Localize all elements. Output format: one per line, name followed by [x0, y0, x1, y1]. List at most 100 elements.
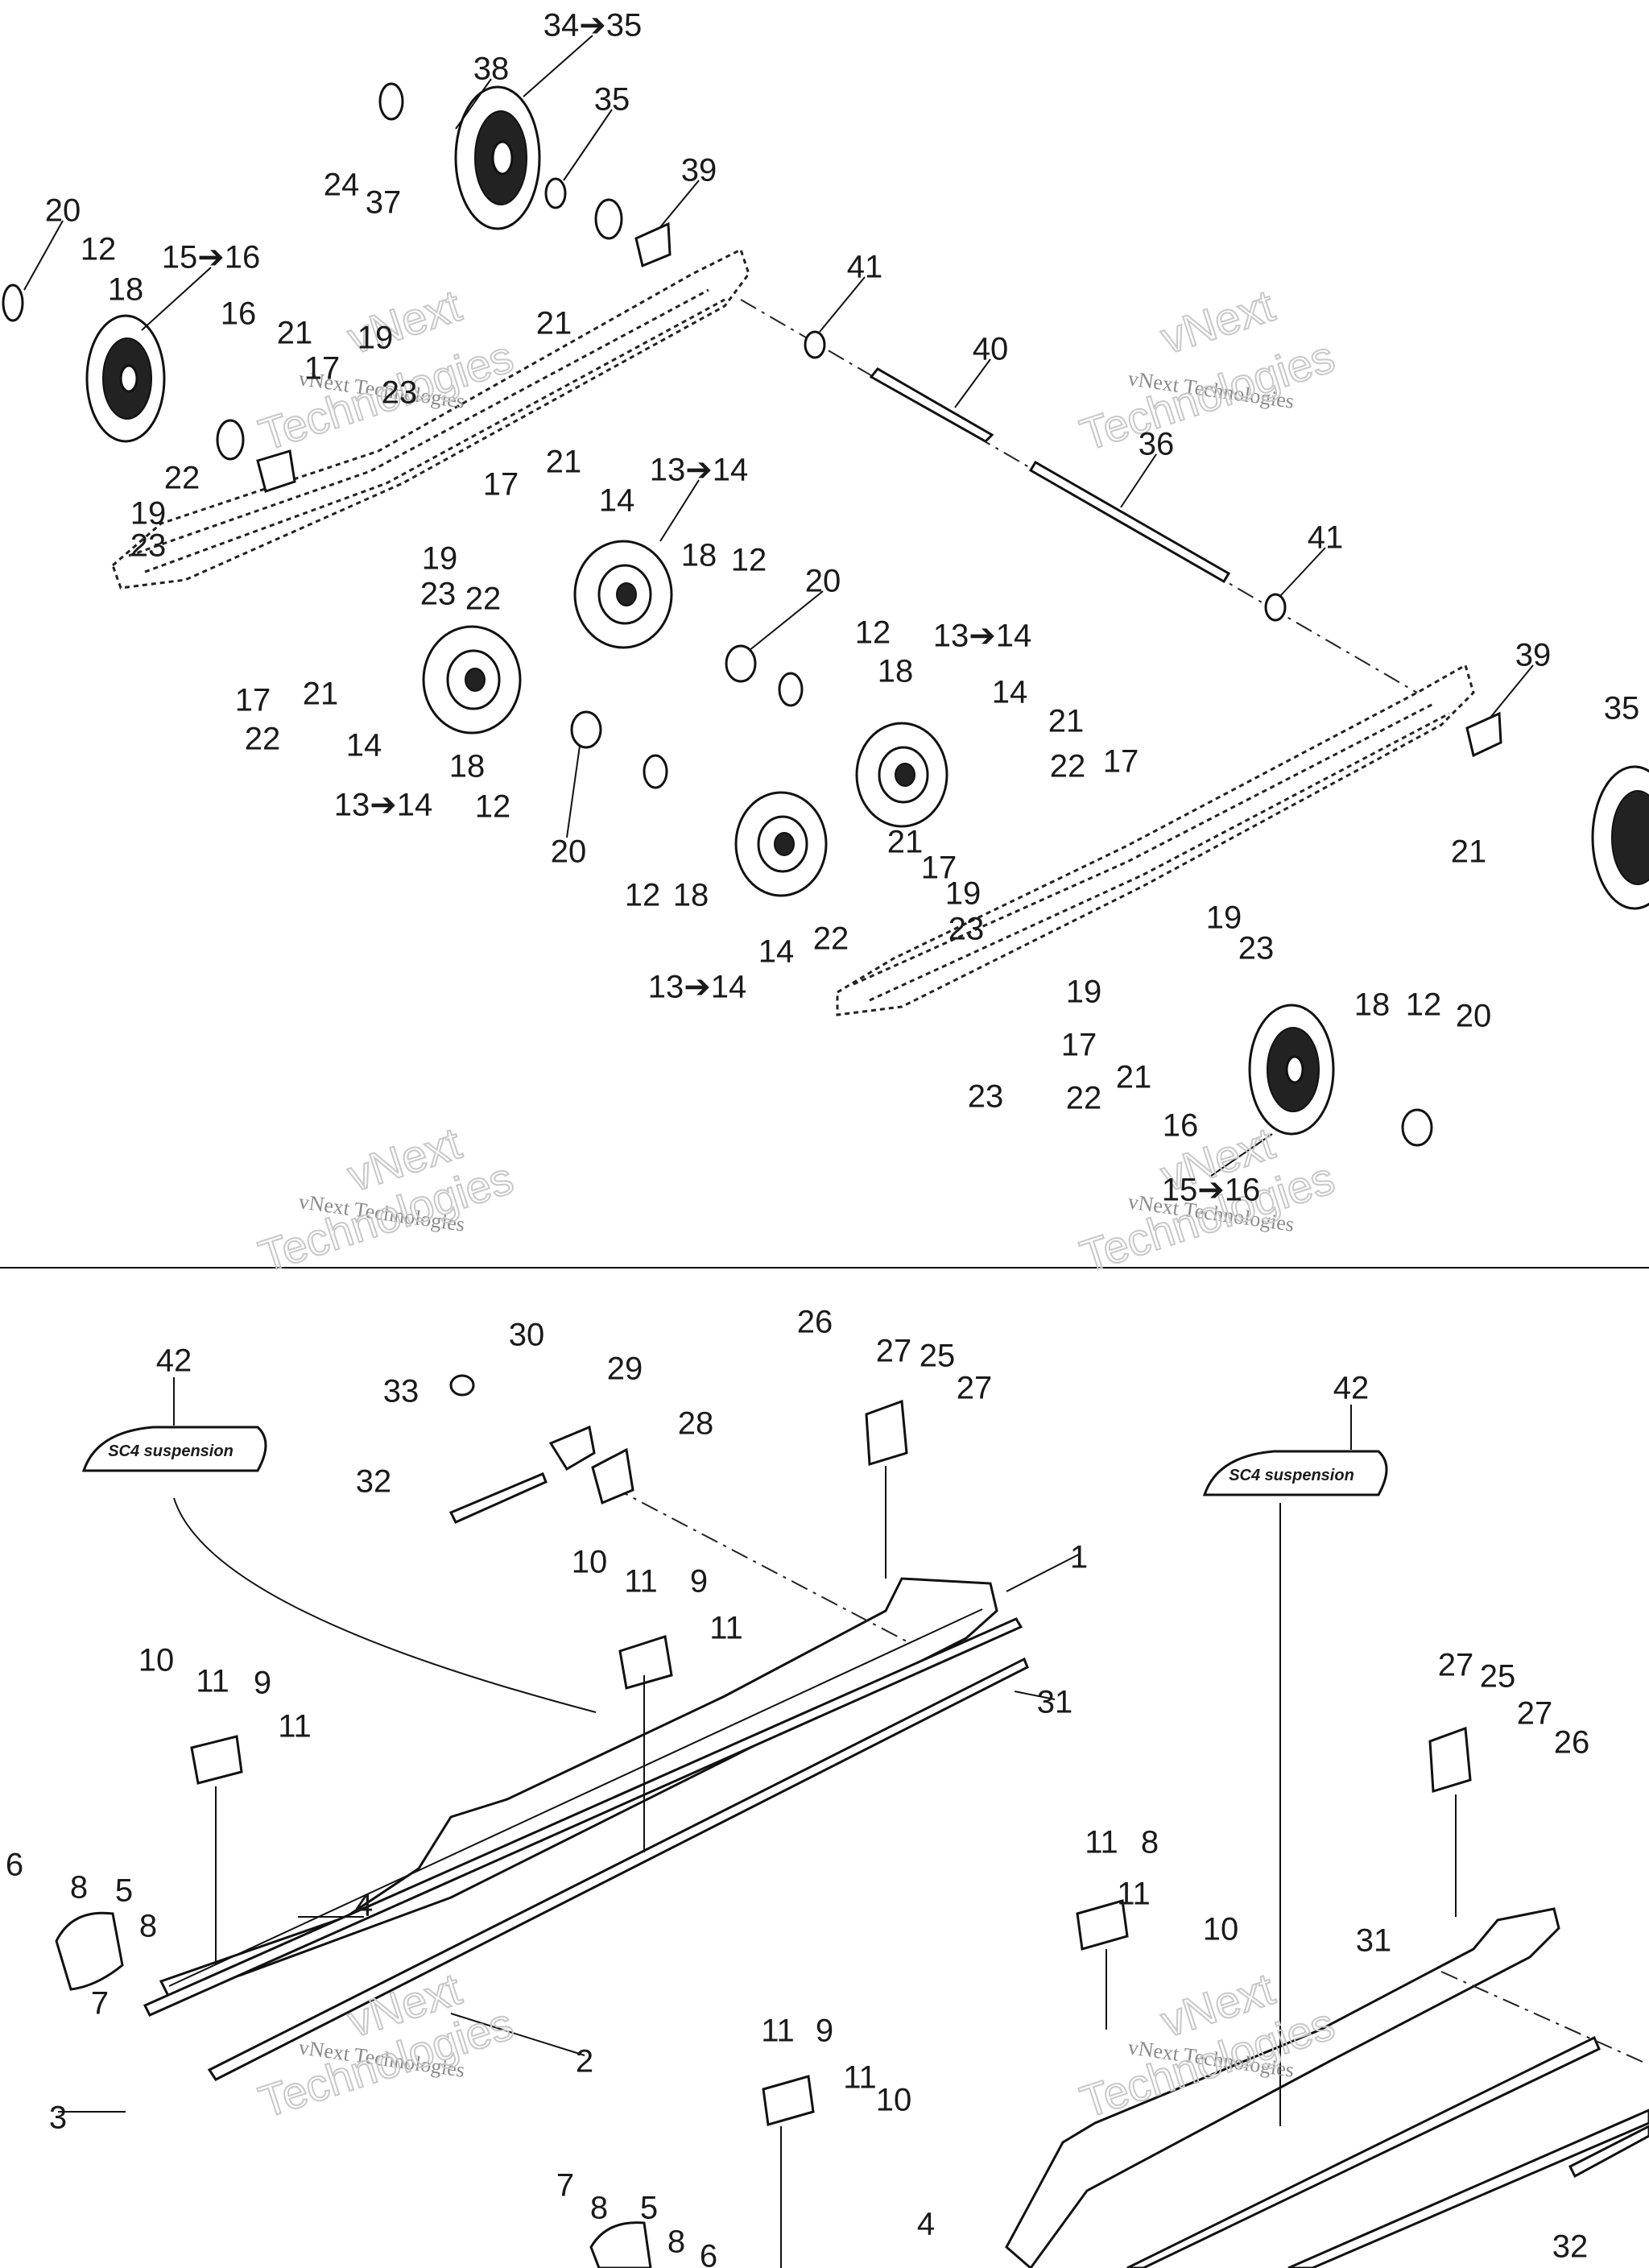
callout-label: 17 [235, 683, 271, 718]
callout-label: 8 [667, 2225, 685, 2260]
washer-41-left [804, 330, 826, 359]
callout-label: 6 [700, 2239, 717, 2268]
top-suspension-view [2, 82, 1649, 1147]
callout-label: 5 [640, 2191, 658, 2226]
callout-label: 11 [196, 1664, 229, 1699]
callout-label: 3 [49, 2100, 67, 2136]
bumper-8-right [1076, 1899, 1129, 1951]
callout-label: 6 [6, 1848, 23, 1883]
callout-label: 25 [1480, 1659, 1516, 1695]
callout-label: 18 [108, 272, 144, 308]
washer-41-right [1264, 593, 1287, 622]
callout-label: 36 [1139, 427, 1175, 462]
callout-label: 23 [130, 528, 167, 564]
callout-label: 16 [221, 296, 257, 332]
callout-label: 27 [957, 1371, 993, 1406]
bottom-rails-view: SC4 suspension SC4 suspension [55, 1374, 1649, 2268]
mount-centerline-right [1440, 1971, 1643, 2063]
callout-label: 24 [324, 168, 360, 203]
callout-label: 1 [1070, 1540, 1088, 1575]
callout-label: 11 [843, 2060, 877, 2096]
bolt-32-right [1568, 2125, 1649, 2179]
callout-label: 13➔14 [650, 453, 749, 488]
callout-label: 15➔16 [1162, 1173, 1261, 1208]
callout-label: 30 [509, 1318, 545, 1353]
far-right-wheel [1591, 765, 1649, 910]
callout-label: 7 [91, 1986, 109, 2022]
callout-label: 41 [847, 250, 883, 285]
callout-label: 20 [45, 193, 81, 229]
callout-label: 8 [139, 1909, 157, 1944]
callout-label: 12 [625, 878, 661, 913]
left-wheel-15 [85, 314, 166, 443]
callout-label: 19 [1206, 900, 1242, 936]
middle-wheel-13-a [573, 540, 673, 649]
callout-label: 21 [1116, 1060, 1152, 1095]
bumper-9-upper [618, 1635, 673, 1690]
callout-label: 26 [1554, 1725, 1590, 1761]
callout-label: 34➔35 [543, 8, 643, 43]
callout-label: 31 [1356, 1923, 1392, 1959]
callout-label: 2 [576, 2044, 593, 2080]
mount-plate-28 [591, 1447, 634, 1505]
callout-label: 10 [138, 1643, 175, 1678]
callout-label: 11 [624, 1564, 658, 1600]
callout-label: 14 [346, 728, 382, 764]
left-frame-rail [111, 247, 750, 590]
callout-label: 22 [1050, 749, 1086, 784]
callout-label: 20 [1456, 999, 1492, 1034]
callout-label: 12 [731, 543, 767, 578]
cross-shaft-40 [869, 367, 994, 443]
callout-label: 22 [1066, 1081, 1102, 1116]
callout-label: 12 [81, 232, 117, 267]
middle-wheel-13-d [734, 791, 828, 897]
right-rail-1 [1005, 1907, 1649, 2268]
callout-label: 14 [599, 483, 635, 519]
callout-label: 4 [355, 1888, 373, 1923]
callout-label: 27 [876, 1334, 912, 1369]
callout-label: 19 [130, 496, 167, 532]
slide-2 [143, 1617, 1029, 2081]
callout-label: 19 [1066, 975, 1102, 1010]
axle-block-17-left [256, 449, 296, 493]
cap-20-mid-b [570, 710, 602, 749]
mount-bracket-29 [548, 1425, 596, 1471]
callout-label: 12 [475, 789, 511, 825]
callout-label: 9 [254, 1666, 271, 1701]
callout-label: 11 [1085, 1825, 1118, 1860]
washer-21-top [594, 198, 623, 240]
mount-centerline [611, 1486, 911, 1644]
callout-label: 21 [887, 825, 924, 860]
callout-label: 21 [536, 306, 572, 341]
upper-wheel-34 [454, 85, 541, 230]
callout-label: 10 [876, 2083, 912, 2118]
callout-label: 9 [816, 2013, 833, 2049]
callout-label: 22 [164, 461, 200, 496]
callout-label: 22 [813, 921, 849, 957]
left-rail-1 [159, 1577, 1007, 2005]
callout-label: 28 [678, 1406, 714, 1442]
callout-label: 8 [590, 2191, 608, 2226]
bracket-39-right [1465, 711, 1502, 758]
callout-label: 23 [420, 577, 457, 612]
callout-label: 25 [920, 1339, 956, 1374]
leader-lines [23, 35, 1534, 2268]
callout-label: 22 [245, 722, 281, 757]
callout-label: 20 [805, 564, 841, 599]
cap-20-right [1401, 1108, 1433, 1147]
shaft-centerline [740, 299, 1418, 693]
callout-label: 21 [1451, 834, 1487, 870]
callout-label: 29 [607, 1351, 643, 1387]
callout-label: 13➔14 [933, 619, 1032, 654]
callout-label: 11 [709, 1611, 743, 1646]
callout-label: 5 [115, 1873, 133, 1909]
callout-label: 23 [968, 1079, 1004, 1115]
logo-text-right: SC4 suspension [1229, 1467, 1354, 1484]
callout-label: 8 [70, 1870, 88, 1906]
callout-label: 18 [878, 654, 914, 689]
logo-decal-42-left: SC4 suspension [81, 1426, 267, 1472]
bolt-32-left [448, 1472, 548, 1524]
callout-label: 20 [551, 834, 587, 870]
